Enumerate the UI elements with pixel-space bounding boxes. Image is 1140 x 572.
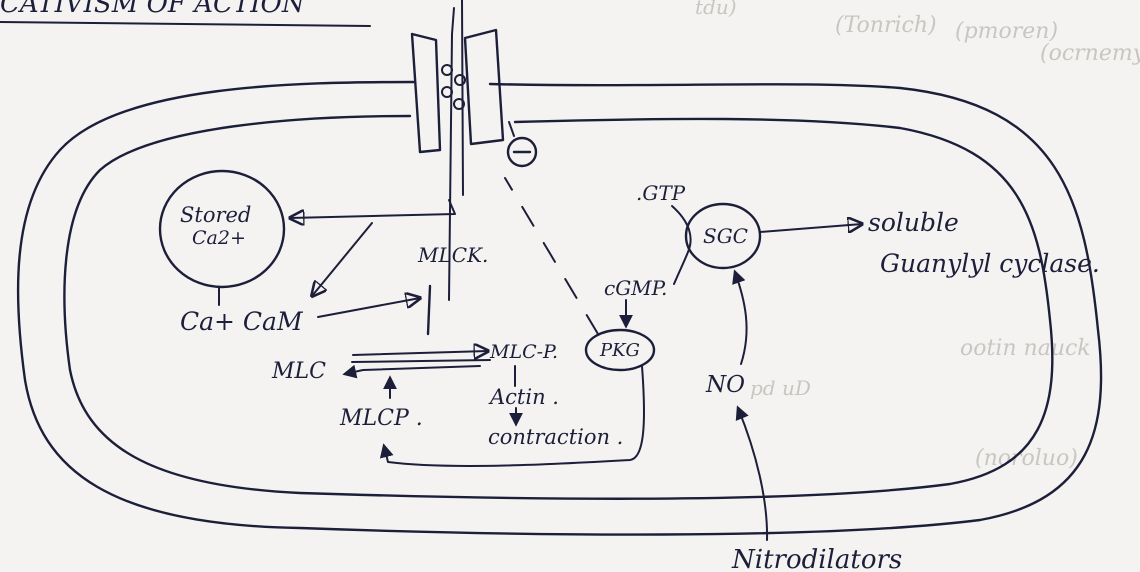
arrow-sgc-to-soluble (760, 224, 862, 232)
gtp-label: .GTP (636, 181, 686, 205)
soluble-label: soluble (868, 208, 959, 237)
bleed-text-1: (Tonrich) (835, 13, 937, 38)
no-label: NO (705, 372, 745, 398)
pkg-label: PKG (599, 340, 640, 361)
ca-cam-label: Ca+ CaM (180, 307, 304, 336)
sgc-label: SGC (703, 224, 748, 248)
mlc-label: MLC (271, 359, 326, 384)
actin-label: Actin . (488, 385, 559, 409)
arrow-mlc-to-mlcp (353, 351, 488, 355)
header-underline (0, 22, 370, 26)
mlck-label: MLCK. (417, 243, 488, 267)
bleed-text-6: ootin nauck (960, 336, 1091, 361)
bleed-text-7: (noroluo) (975, 446, 1078, 471)
inhibition-tick (509, 122, 514, 136)
stored-ca-line2: Ca2+ (192, 227, 246, 249)
stored-ca-line1: Stored (180, 203, 251, 227)
arrow-nitrodilators-to-no (738, 408, 767, 540)
arrow-no-to-sgc (735, 272, 747, 364)
bleed-text-3: tdu) (695, 0, 737, 19)
channel-pore-line-right (462, 0, 463, 195)
ion-3 (455, 75, 465, 85)
ion-1 (442, 65, 452, 75)
mlcp-label: MLCP . (339, 406, 423, 431)
bleed-text-5: pd uD (750, 376, 811, 400)
header-title: CATIVISM OF ACTION (0, 0, 306, 19)
arrow-channel-to-ca-cam (312, 223, 372, 296)
mlck-bar (428, 286, 430, 334)
arrow-mlcp-back-to-mlc (345, 366, 480, 374)
bleed-text-4: (ocrnemyl (1040, 41, 1140, 66)
arrow-mlc-return-line (352, 360, 490, 362)
arrow-ca-cam-to-mlck (318, 298, 420, 317)
cgmp-label: cGMP. (604, 276, 667, 300)
contraction-label: contraction . (488, 425, 623, 449)
arrow-channel-to-stored-ca (290, 200, 455, 218)
nitrodilators-label: Nitrodilators (731, 545, 902, 572)
channel-left-subunit (412, 34, 440, 152)
guanylyl-cyclase-label: Guanylyl cyclase. (880, 249, 1100, 278)
channel-right-subunit (465, 30, 503, 144)
mlc-p-label: MLC-P. (489, 341, 558, 363)
dashed-pkg-to-channel (505, 178, 598, 334)
